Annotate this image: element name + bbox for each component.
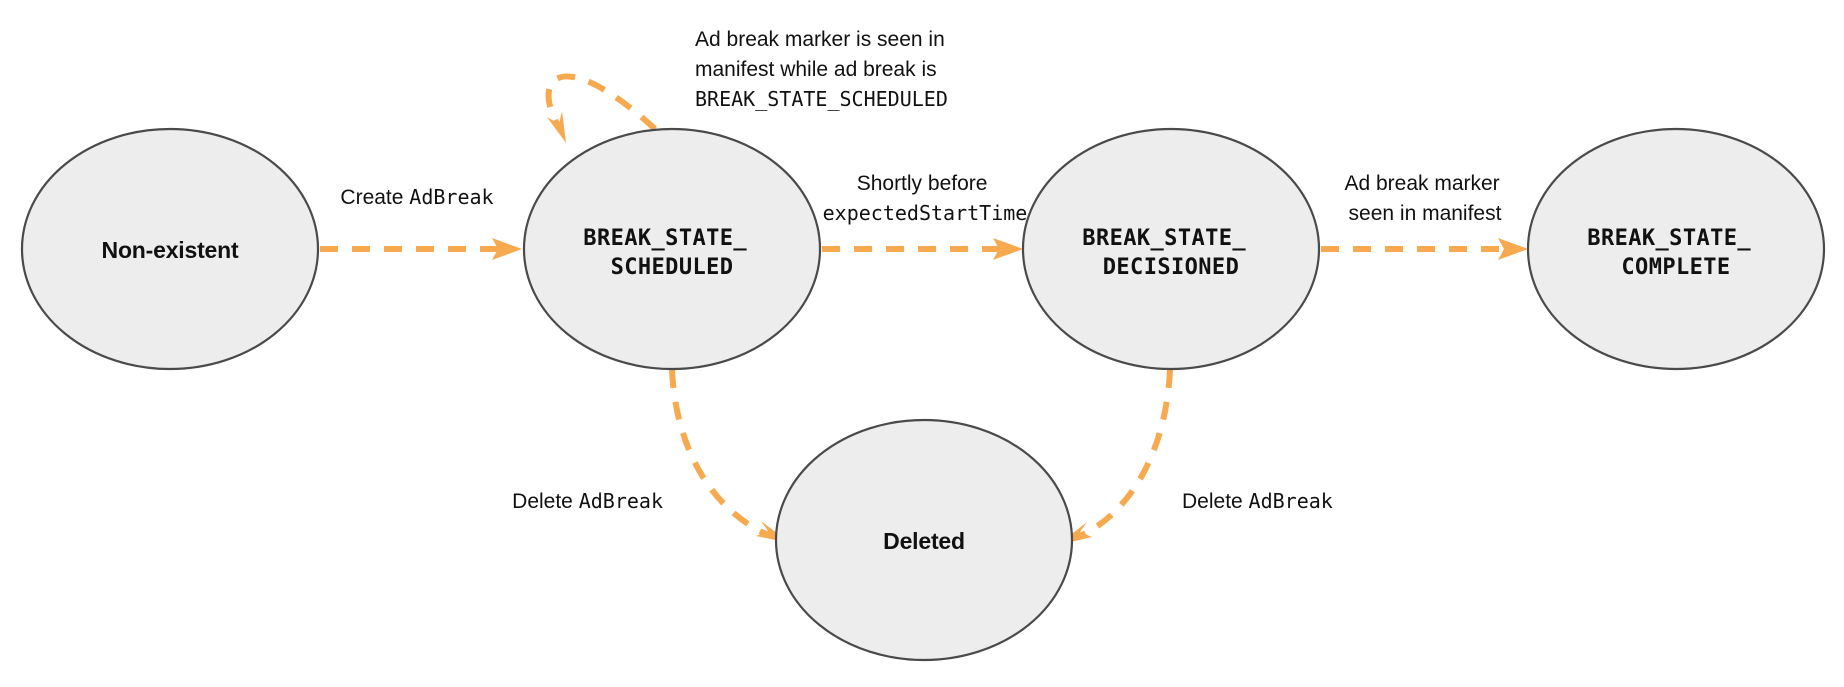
node-deleted-shape xyxy=(774,418,1074,662)
edge-create-adbreak-arrowhead xyxy=(492,238,522,260)
node-deleted[interactable]: Deleted xyxy=(774,418,1074,662)
edge-create-adbreak-label: Create AdBreak xyxy=(340,185,493,209)
edge-marker-seen-arrowhead xyxy=(1498,238,1528,260)
edge-delete-left-label: Delete AdBreak xyxy=(512,489,663,513)
edge-scheduled-self-loop-path xyxy=(545,73,658,132)
node-non-existent-shape xyxy=(20,127,320,371)
node-break-state-decisioned[interactable]: BREAK_STATE_ DECISIONED xyxy=(1021,127,1321,371)
node-break-state-complete-shape xyxy=(1526,127,1826,371)
edge-shortly-before-label: Shortly before expectedStartTime xyxy=(823,172,1028,225)
edge-ad-break-marker-seen-in-manifest[interactable]: Ad break marker seen in manifest xyxy=(1321,172,1528,260)
node-non-existent-label: Non-existent xyxy=(102,237,239,263)
node-break-state-complete[interactable]: BREAK_STATE_ COMPLETE xyxy=(1526,127,1826,371)
edge-delete-right-label: Delete AdBreak xyxy=(1182,489,1333,513)
edge-delete-left-path xyxy=(669,369,768,537)
node-break-state-scheduled-label: BREAK_STATE_ SCHEDULED xyxy=(583,226,760,280)
edge-scheduled-self-loop-label: Ad break marker is seen in manifest whil… xyxy=(695,28,951,111)
edge-create-adbreak[interactable]: Create AdBreak xyxy=(320,185,522,260)
edge-delete-adbreak-from-decisioned[interactable]: Delete AdBreak xyxy=(1058,369,1333,545)
node-break-state-complete-label: BREAK_STATE_ COMPLETE xyxy=(1587,226,1764,280)
node-break-state-decisioned-shape xyxy=(1021,127,1321,371)
edge-delete-right-path xyxy=(1080,369,1173,538)
node-break-state-decisioned-label: BREAK_STATE_ DECISIONED xyxy=(1082,226,1259,280)
edge-shortly-before-arrowhead xyxy=(993,238,1023,260)
node-break-state-scheduled[interactable]: BREAK_STATE_ SCHEDULED xyxy=(522,127,822,371)
edge-scheduled-self-loop-arrowhead xyxy=(547,111,566,143)
edge-scheduled-self-loop[interactable]: Ad break marker is seen in manifest whil… xyxy=(545,28,951,143)
node-break-state-scheduled-shape xyxy=(522,127,822,371)
edge-shortly-before-expected-start-time[interactable]: Shortly before expectedStartTime xyxy=(822,172,1027,260)
node-non-existent[interactable]: Non-existent xyxy=(20,127,320,371)
node-deleted-label: Deleted xyxy=(883,528,965,554)
edge-marker-seen-label: Ad break marker seen in manifest xyxy=(1344,172,1505,225)
edge-delete-adbreak-from-scheduled[interactable]: Delete AdBreak xyxy=(512,369,790,543)
